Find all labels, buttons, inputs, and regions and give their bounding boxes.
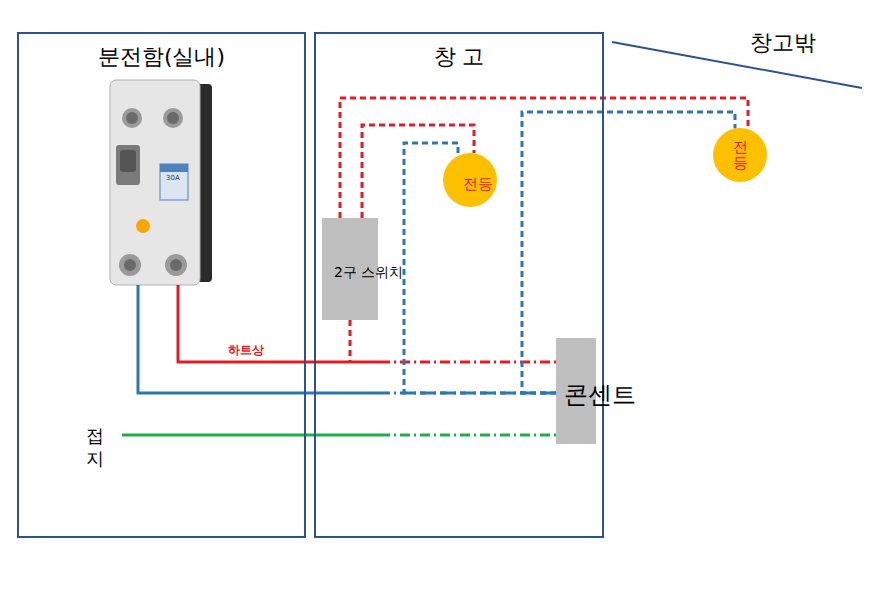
box-title: 분전함(실내) bbox=[98, 42, 225, 72]
ground-wire bbox=[380, 434, 556, 437]
hot-wire bbox=[380, 361, 556, 364]
node-text: 전등 bbox=[463, 176, 478, 193]
panel-box: 분전함(실내) bbox=[17, 32, 306, 538]
switch-box: 2구 스위치 bbox=[322, 218, 378, 320]
node-text: 콘센트 bbox=[564, 382, 588, 408]
node-text: 2구 스위치 bbox=[334, 264, 366, 282]
wire-connector bbox=[522, 112, 735, 393]
wire-label: 하트상 bbox=[228, 342, 264, 359]
outdoor-line bbox=[612, 42, 862, 88]
breaker-symbol bbox=[110, 80, 212, 285]
wire-connector bbox=[404, 143, 556, 393]
warehouse-box: 창 고 2구 스위치 전등콘센트 bbox=[314, 32, 604, 538]
ground-label: 접지 bbox=[86, 424, 104, 471]
wire-connector bbox=[340, 98, 748, 218]
rating-label: 30A bbox=[166, 174, 180, 182]
box-title: 창 고 bbox=[434, 42, 485, 72]
outlet-box: 콘센트 bbox=[556, 338, 596, 444]
lamp-circle: 전등 bbox=[713, 128, 767, 182]
neutral-wire bbox=[380, 392, 556, 395]
switch-feed-wire bbox=[349, 320, 352, 362]
outside-label: 창고밖 bbox=[750, 28, 816, 58]
ground-wire bbox=[122, 434, 380, 437]
node-text: 전등 bbox=[733, 139, 748, 172]
lamp-circle: 전등 bbox=[443, 153, 497, 207]
